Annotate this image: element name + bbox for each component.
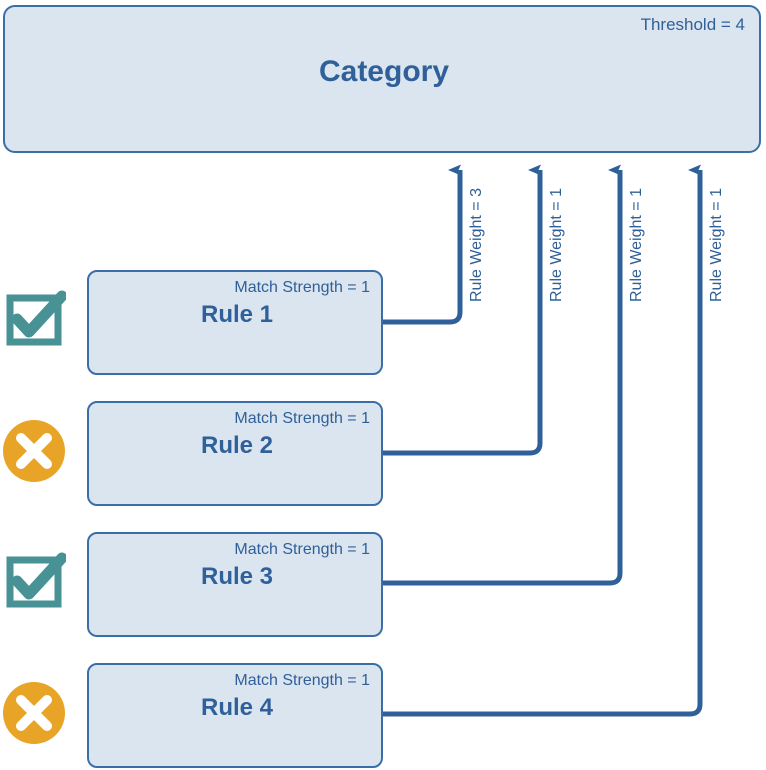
connector-rule-2	[383, 164, 543, 456]
rule-weight-label-4: Rule Weight = 1	[708, 188, 725, 302]
circle-x-icon	[2, 419, 66, 483]
rule-box-2[interactable]: Match Strength = 1 Rule 2	[87, 401, 383, 506]
category-box[interactable]: Threshold = 4 Category	[3, 5, 761, 153]
circle-x-icon	[2, 681, 66, 745]
rule-title-1: Rule 1	[200, 301, 274, 328]
rule-box-1[interactable]: Match Strength = 1 Rule 1	[87, 270, 383, 375]
checkbox-checked-icon	[2, 286, 66, 350]
checkbox-checked-icon	[2, 548, 66, 612]
match-strength-label-2: Match Strength = 1	[234, 410, 370, 427]
connector-rule-3	[383, 164, 623, 586]
match-strength-label-1: Match Strength = 1	[234, 279, 370, 296]
rule-box-4[interactable]: Match Strength = 1 Rule 4	[87, 663, 383, 768]
rule-title-3: Rule 3	[200, 563, 274, 590]
rule-title-2: Rule 2	[200, 432, 274, 459]
match-strength-label-3: Match Strength = 1	[234, 541, 370, 558]
rule-weight-label-1: Rule Weight = 3	[468, 188, 485, 302]
category-title: Category	[318, 55, 450, 88]
rule-weight-label-2: Rule Weight = 1	[548, 188, 565, 302]
rule-box-3[interactable]: Match Strength = 1 Rule 3	[87, 532, 383, 637]
connector-rule-1	[383, 164, 463, 325]
threshold-label: Threshold = 4	[640, 15, 745, 34]
connector-rule-4	[383, 164, 703, 717]
rule-weight-label-3: Rule Weight = 1	[628, 188, 645, 302]
rule-title-4: Rule 4	[200, 694, 274, 721]
match-strength-label-4: Match Strength = 1	[234, 672, 370, 689]
